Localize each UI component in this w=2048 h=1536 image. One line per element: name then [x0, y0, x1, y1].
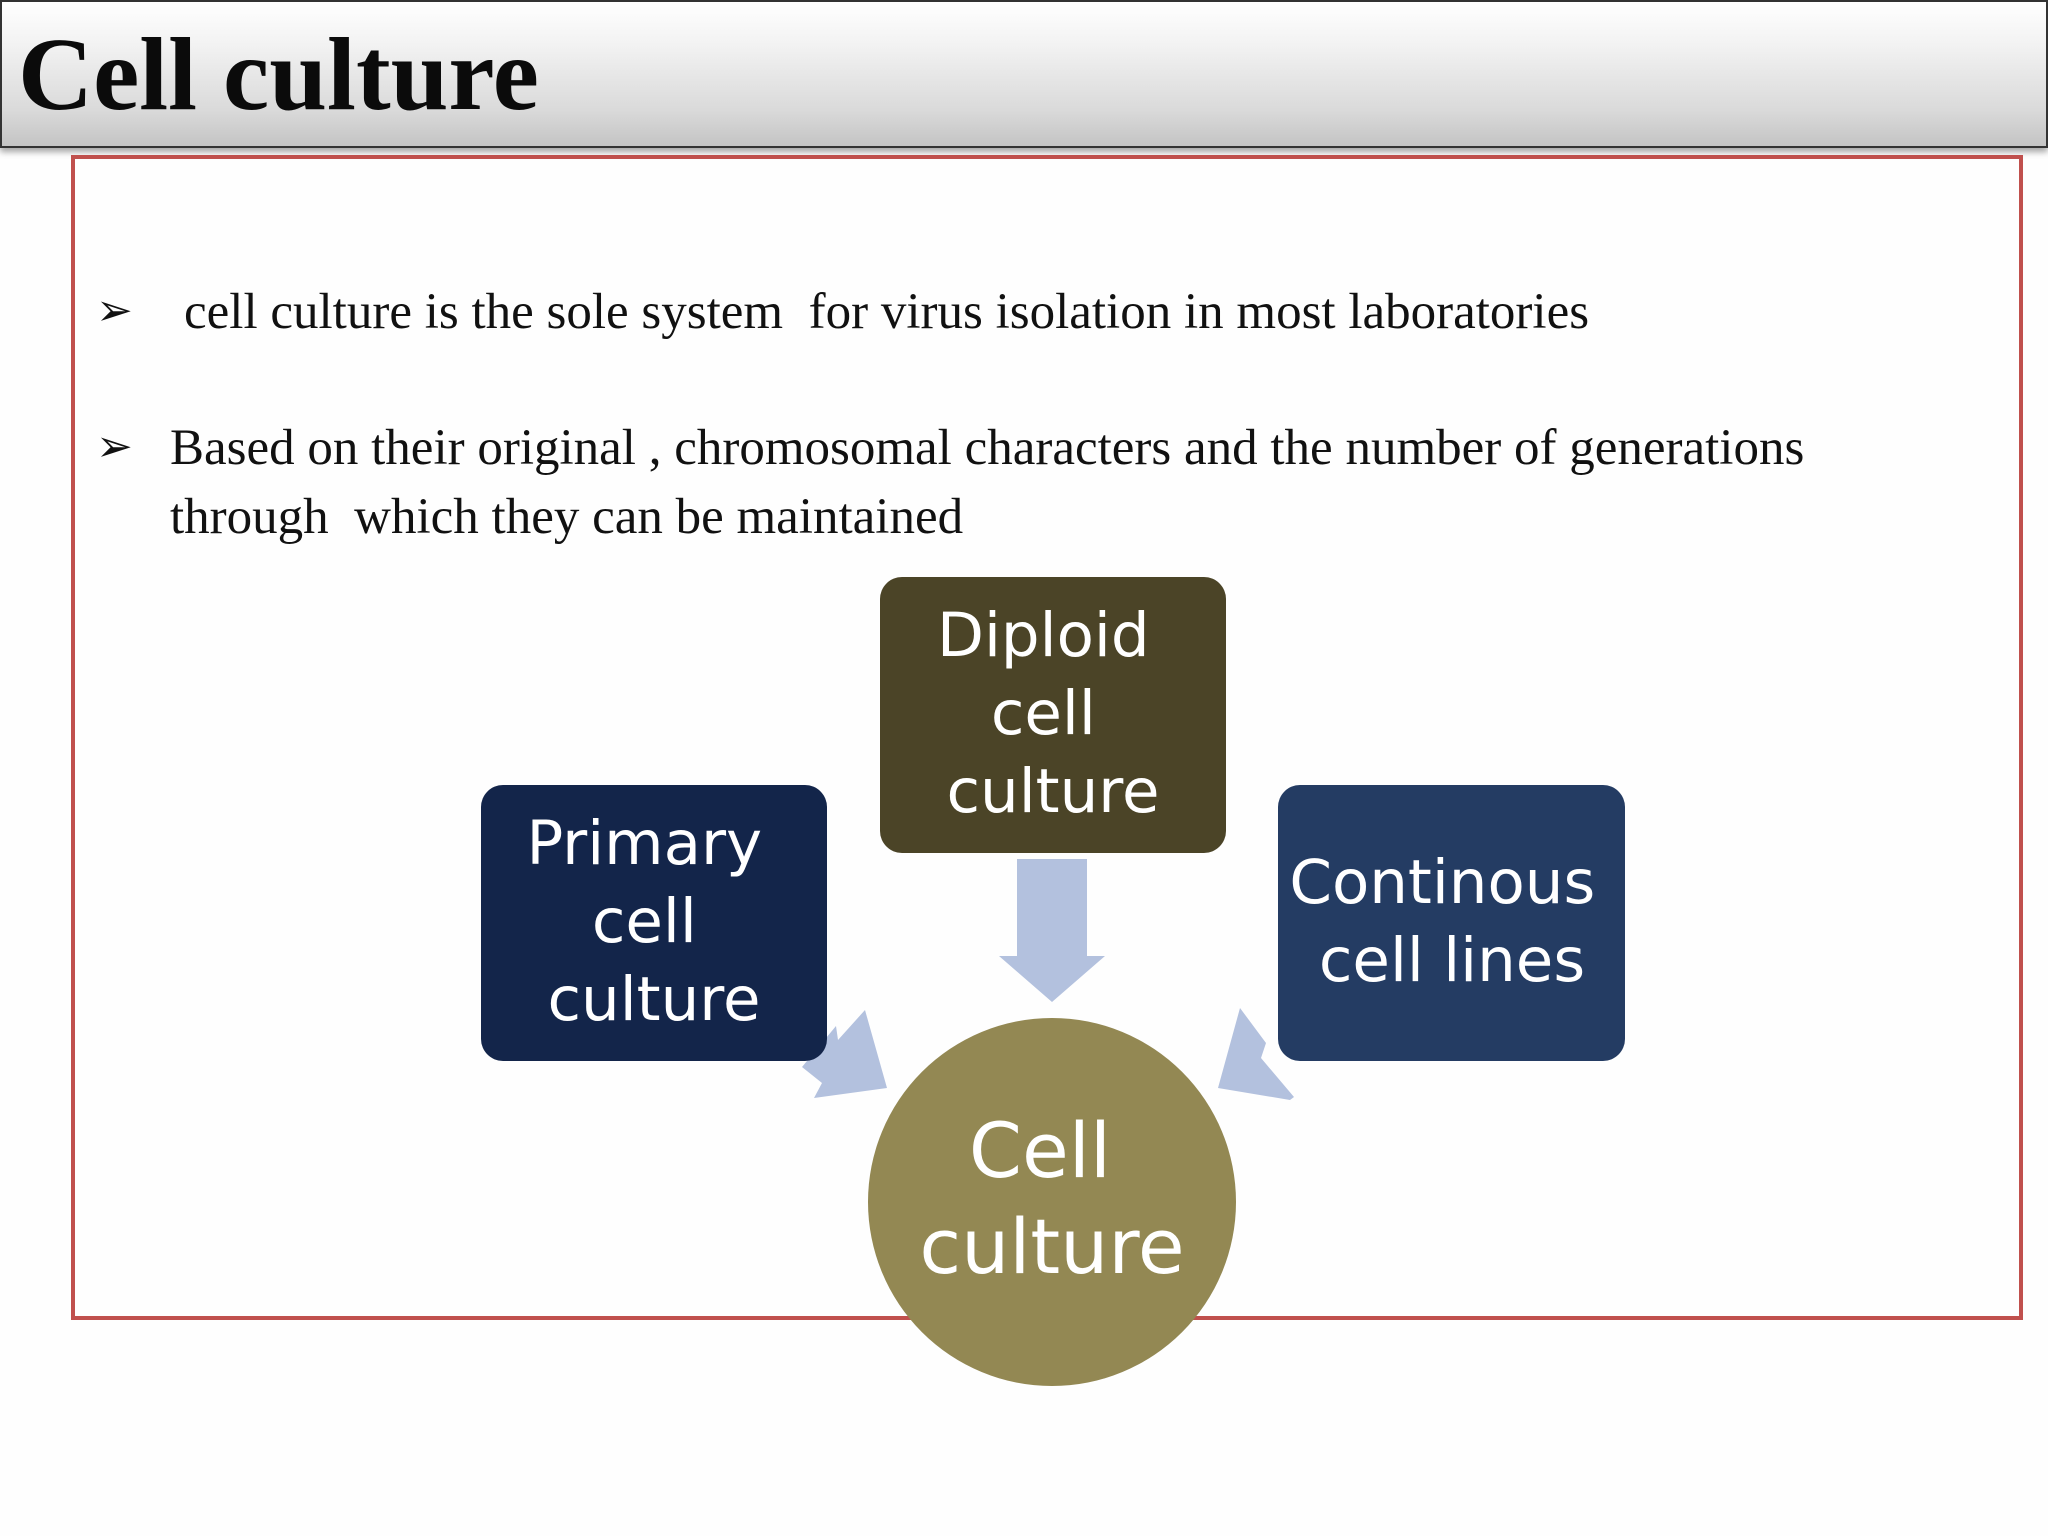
node-continuous-cell-lines [1278, 785, 1625, 1061]
title-bar: Cell culture [0, 0, 2048, 148]
label-primary: Primary cell culture [526, 808, 781, 1035]
label-cell-culture: Cell culture [919, 1106, 1184, 1291]
bullet-2-line-1: Based on their original , chromosomal ch… [170, 420, 1805, 476]
bullet-arrow-icon: ➢ [96, 285, 133, 336]
bullet-2-line-2: through which they can be maintained [170, 489, 964, 545]
arrow-primary-to-center [802, 1010, 887, 1098]
slide-title: Cell culture [18, 17, 539, 132]
label-diploid: Diploid cell culture [937, 600, 1169, 827]
bullet-arrow-icon: ➢ [96, 421, 133, 472]
bullet-1-text: cell culture is the sole system for viru… [184, 284, 1590, 340]
arrow-continuous-to-center [1218, 1008, 1294, 1100]
node-cell-culture-center [868, 1018, 1236, 1386]
arrow-diploid-to-center [999, 859, 1105, 1002]
node-primary-cell-culture [481, 785, 827, 1061]
node-diploid-cell-culture [880, 577, 1226, 853]
label-continuous: Continous cell lines [1289, 847, 1614, 996]
